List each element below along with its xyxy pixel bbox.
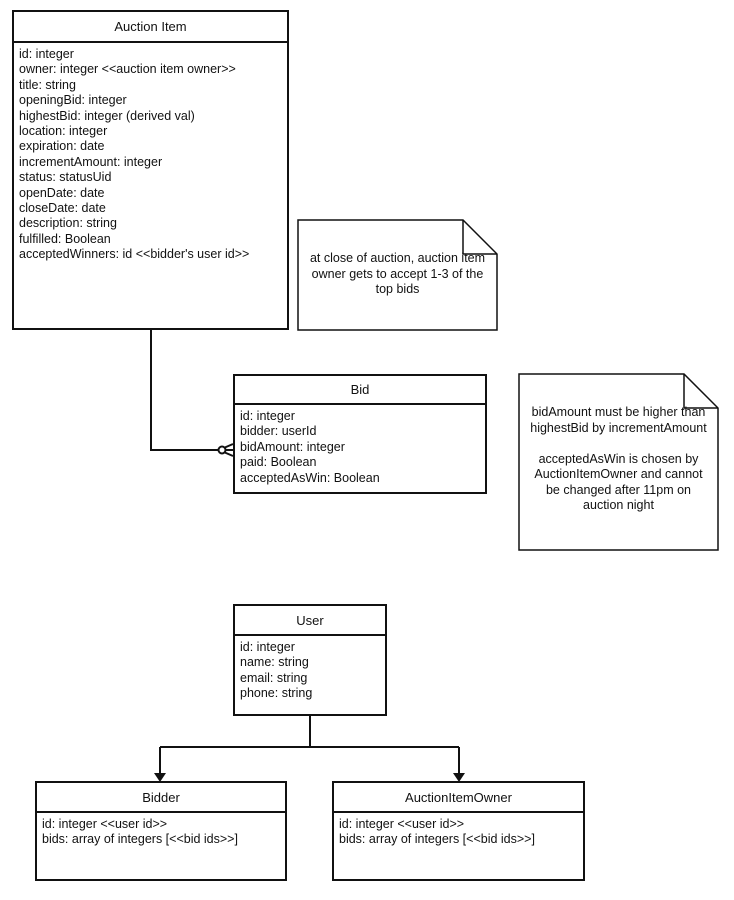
attribute-item: owner: integer <<auction item owner>> [19, 62, 236, 77]
attribute-item: bids: array of integers [<<bid ids>>] [339, 832, 535, 847]
class-title: User [235, 606, 385, 636]
class-title: Bid [235, 376, 485, 405]
attribute-list: id: integer <<user id>>bids: array of in… [37, 813, 285, 848]
note-bid-rules-shape [518, 373, 719, 551]
attribute-item: closeDate: date [19, 201, 106, 216]
attribute-item: name: string [240, 655, 309, 670]
note-close-of-auction: at close of auction, auction item owner … [309, 251, 486, 296]
attribute-list: id: integer <<user id>>bids: array of in… [334, 813, 583, 848]
attribute-item: description: string [19, 216, 117, 231]
arrow-to-bidder-icon [154, 773, 166, 782]
attribute-item: location: integer [19, 124, 108, 139]
class-title: Bidder [37, 783, 285, 813]
attribute-item: expiration: date [19, 139, 105, 154]
attribute-item: bidder: userId [240, 424, 317, 439]
attribute-item: id: integer [240, 409, 295, 423]
attribute-item: openingBid: integer [19, 93, 127, 108]
attribute-item: id: integer <<user id>> [42, 817, 168, 831]
attribute-item: bids: array of integers [<<bid ids>>] [42, 832, 238, 847]
class-title: AuctionItemOwner [334, 783, 583, 813]
class-bidder[interactable]: Bidder id: integer <<user id>>bids: arra… [35, 781, 287, 881]
auction-item-bid-connector [150, 330, 234, 457]
attribute-item: status: statusUid [19, 170, 112, 185]
attribute-item: incrementAmount: integer [19, 154, 163, 169]
user-inheritance-connector [159, 716, 460, 776]
attribute-item: email: string [240, 670, 308, 685]
attribute-item: id: integer [19, 47, 74, 61]
attribute-item: openDate: date [19, 185, 105, 200]
note-bid-rules: bidAmount must be higher than highestBid… [530, 405, 707, 512]
class-auction-item-owner[interactable]: AuctionItemOwner id: integer <<user id>>… [332, 781, 585, 881]
attribute-item: bidAmount: integer [240, 439, 345, 454]
arrow-to-auction-item-owner-icon [453, 773, 465, 782]
note-close-of-auction-shape [297, 219, 498, 331]
attribute-item: title: string [19, 77, 76, 92]
attribute-item: phone: string [240, 686, 313, 701]
attribute-item: fulfilled: Boolean [19, 231, 111, 246]
class-title: Auction Item [14, 12, 287, 43]
attribute-item: id: integer <<user id>> [339, 817, 465, 831]
arrowheads [154, 773, 465, 782]
attribute-item: acceptedAsWin: Boolean [240, 470, 380, 485]
attribute-item: paid: Boolean [240, 455, 317, 470]
attribute-item: highestBid: integer (derived val) [19, 108, 195, 123]
attribute-item: id: integer [240, 640, 295, 654]
attribute-item: acceptedWinners: id <<bidder's user id>> [19, 247, 250, 262]
